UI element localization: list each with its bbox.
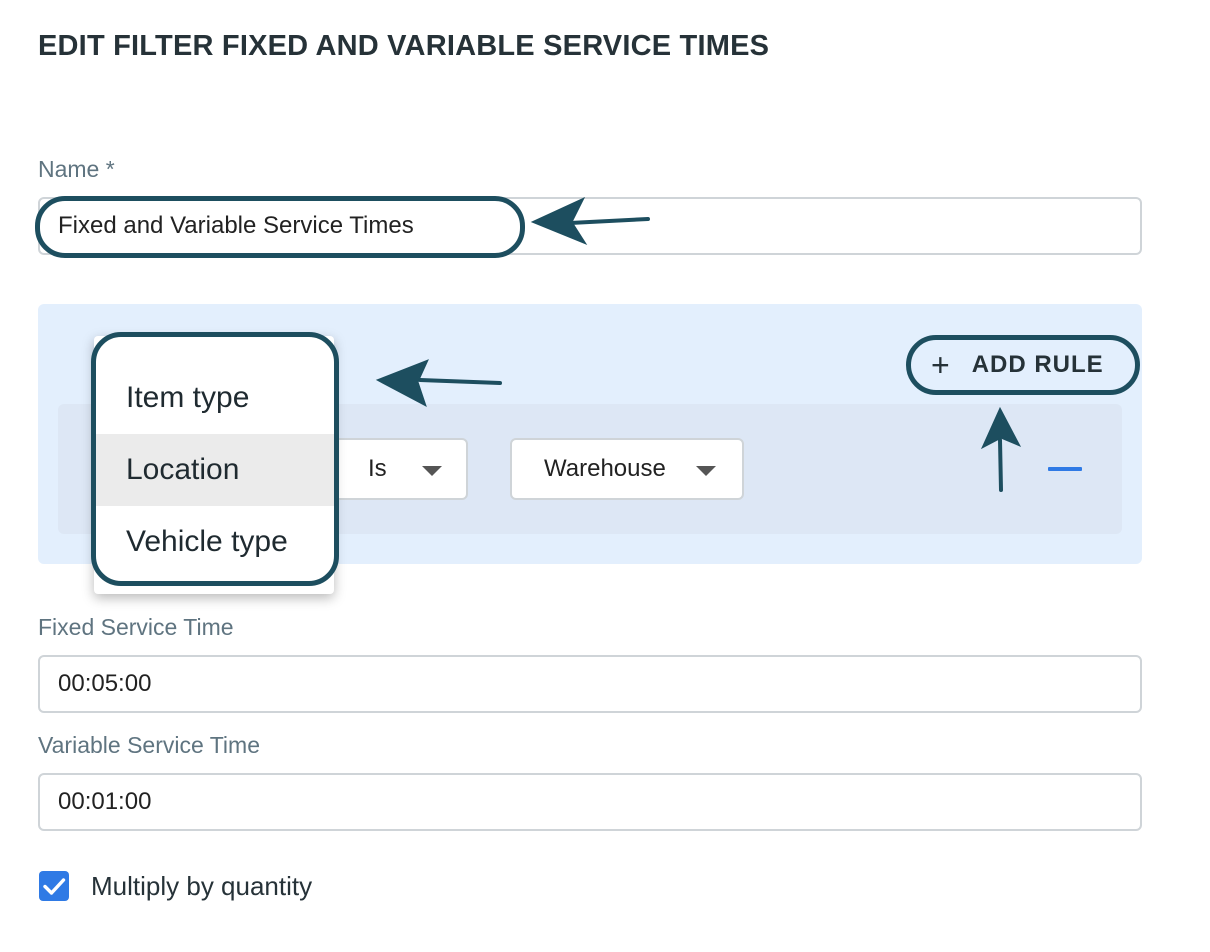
operator-select[interactable]: Is	[320, 438, 468, 500]
plus-icon: +	[931, 347, 950, 383]
value-select[interactable]: Warehouse	[510, 438, 744, 500]
multiply-by-quantity-label: Multiply by quantity	[91, 871, 313, 901]
name-label: Name *	[38, 156, 115, 182]
fixed-service-time-input[interactable]	[38, 655, 1142, 713]
chevron-down-icon	[422, 466, 442, 476]
variable-service-time-input[interactable]	[38, 773, 1142, 831]
dropdown-option-item-type[interactable]: Item type	[126, 381, 250, 414]
variable-service-time-label: Variable Service Time	[38, 732, 260, 758]
multiply-by-quantity-checkbox[interactable]	[39, 871, 69, 901]
remove-rule-button[interactable]	[1040, 452, 1090, 486]
add-rule-button[interactable]: + ADD RULE	[906, 335, 1140, 395]
add-rule-label: ADD RULE	[971, 351, 1104, 378]
field-dropdown-menu: Item type Location Vehicle type	[94, 336, 334, 594]
value-select-value: Warehouse	[544, 455, 666, 482]
checkmark-icon	[43, 878, 66, 895]
dropdown-option-vehicle-type[interactable]: Vehicle type	[126, 525, 288, 558]
name-input[interactable]	[38, 197, 1142, 255]
operator-select-value: Is	[368, 455, 387, 482]
chevron-down-icon	[696, 466, 716, 476]
dropdown-option-location[interactable]: Location	[94, 434, 334, 506]
fixed-service-time-label: Fixed Service Time	[38, 614, 234, 640]
page-title: EDIT FILTER FIXED AND VARIABLE SERVICE T…	[38, 30, 770, 62]
minus-icon	[1048, 467, 1082, 471]
